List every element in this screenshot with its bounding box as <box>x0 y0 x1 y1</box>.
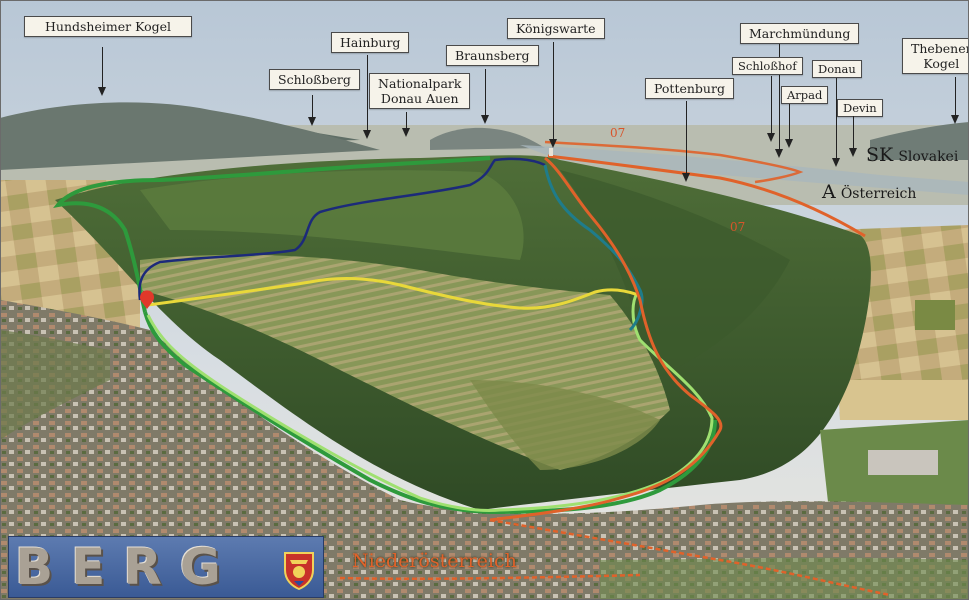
label-devin: Devin <box>837 99 883 117</box>
label-braunsberg: Braunsberg <box>446 45 539 66</box>
label-hundsheimer-kogel: Hundsheimer Kogel <box>24 16 192 37</box>
country-label-austria: A Österreich <box>822 181 917 203</box>
tower-marker <box>549 148 553 156</box>
label-pottenburg: Pottenburg <box>645 78 734 99</box>
label-arpad: Arpad <box>781 86 829 104</box>
country-label-slovakia: SK Slovakei <box>866 144 959 166</box>
label-marchmuendung: Marchmündung <box>740 23 860 44</box>
label-schlosshof: Schloßhof <box>732 57 803 75</box>
route-number-upper: 07 <box>610 126 626 140</box>
label-koenigswarte: Königswarte <box>507 18 605 39</box>
region-label: Niederösterreich <box>352 550 517 572</box>
berg-logo-title: BERG <box>15 538 239 596</box>
label-schlossberg: Schloßberg <box>269 69 360 90</box>
label-donau: Donau <box>812 60 862 78</box>
label-hainburg: Hainburg <box>331 32 410 53</box>
start-marker <box>140 290 155 309</box>
berg-logo: BERG <box>8 536 324 598</box>
route-number-lower: 07 <box>730 220 746 234</box>
coat-of-arms-icon <box>284 552 314 590</box>
